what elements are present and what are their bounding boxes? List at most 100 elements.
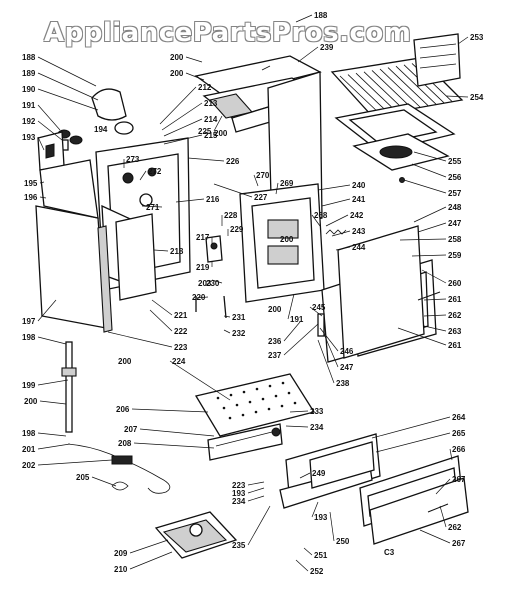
door-latch[interactable]: [317, 313, 325, 337]
shield-vent-hole: [242, 390, 246, 394]
gas-valve[interactable]: [271, 427, 281, 437]
leader-line: [141, 205, 163, 208]
leader-line: [321, 198, 351, 207]
leader-line: [37, 299, 57, 322]
part-label-202: 202: [22, 461, 36, 470]
rack-wire: [355, 72, 397, 112]
part-label-193: 193: [232, 489, 246, 498]
knob-housing[interactable]: [91, 88, 134, 135]
leader-line: [331, 230, 351, 237]
leader-line: [419, 529, 451, 544]
part-label-200: 200: [280, 235, 294, 244]
oven-liner-side[interactable]: [115, 213, 157, 301]
part-label-262: 262: [448, 523, 462, 532]
conduit-bar[interactable]: [61, 341, 77, 433]
part-label-209: 209: [114, 549, 128, 558]
shield-vent-hole: [222, 406, 226, 410]
leader-line: [335, 246, 351, 251]
leader-line: [37, 104, 61, 131]
part-label-237: 237: [268, 351, 282, 360]
leader-line: [399, 238, 447, 241]
leader-line: [283, 321, 301, 342]
part-label-220: 220: [192, 293, 206, 302]
part-label-255: 255: [448, 157, 462, 166]
part-label-250: 250: [336, 537, 350, 546]
door-spring[interactable]: [325, 229, 347, 235]
part-label-256: 256: [448, 173, 462, 182]
small-screw[interactable]: [399, 177, 405, 183]
shield-vent-hole: [235, 403, 239, 407]
part-label-265: 265: [452, 429, 466, 438]
leader-line: [311, 501, 319, 518]
leader-line: [289, 410, 309, 413]
leader-line: [309, 306, 323, 317]
door-handle[interactable]: [417, 291, 441, 301]
part-label-248: 248: [448, 203, 462, 212]
leader-line: [247, 505, 271, 546]
part-label-225: 225: [198, 127, 212, 136]
side-panel-inner[interactable]: [39, 159, 99, 219]
shield-vent-hole: [280, 404, 284, 408]
part-label-241: 241: [352, 195, 366, 204]
part-label-188: 188: [314, 11, 328, 20]
part-label-222: 222: [174, 327, 188, 336]
rack-wire: [347, 74, 389, 113]
part-label-240: 240: [352, 181, 366, 190]
broiler-grid[interactable]: [352, 133, 450, 171]
leader-line: [133, 442, 215, 449]
rack-bracket[interactable]: [413, 33, 461, 87]
leader-line: [37, 88, 99, 111]
side-trim[interactable]: [97, 225, 113, 333]
part-label-257: 257: [448, 189, 462, 198]
part-label-200: 200: [268, 305, 282, 314]
leader-line: [329, 511, 335, 542]
side-panel-left[interactable]: [35, 205, 107, 329]
leader-line: [285, 425, 309, 428]
part-label-236: 236: [268, 337, 282, 346]
part-label-193: 193: [314, 513, 328, 522]
control-bracket[interactable]: [37, 131, 65, 171]
part-label-272: 272: [148, 167, 162, 176]
part-label-193: 193: [22, 133, 36, 142]
part-label-238: 238: [336, 379, 350, 388]
part-label-260: 260: [448, 279, 462, 288]
part-label-233: 233: [310, 407, 324, 416]
leader-line: [449, 448, 453, 461]
drawer-handle[interactable]: [427, 503, 449, 513]
shield-vent-hole: [261, 397, 265, 401]
rack-wire: [387, 67, 429, 106]
leader-line: [413, 206, 447, 223]
leader-line: [445, 95, 469, 98]
leader-line: [37, 136, 45, 151]
drawer-panel[interactable]: [369, 477, 469, 545]
part-label-246: 246: [340, 347, 354, 356]
oven-door-inner[interactable]: [239, 183, 325, 303]
part-label-261: 261: [448, 341, 462, 350]
part-label-199: 199: [22, 381, 36, 390]
leader-line: [37, 459, 113, 466]
part-label-203: 203: [198, 279, 212, 288]
part-label-266: 266: [452, 445, 466, 454]
part-label-212: 212: [198, 83, 212, 92]
power-cord[interactable]: [67, 443, 171, 494]
part-label-231: 231: [232, 313, 246, 322]
part-label-207: 207: [124, 425, 138, 434]
part-label-234: 234: [232, 497, 246, 506]
part-label-269: 269: [280, 179, 294, 188]
ground-clip[interactable]: [111, 481, 129, 491]
burner-tube-assembly[interactable]: [207, 423, 283, 461]
leader-line: [161, 102, 203, 131]
part-label-247: 247: [448, 219, 462, 228]
rack-wire: [395, 65, 437, 105]
door-hinge-bracket[interactable]: [205, 235, 223, 263]
leader-line: [195, 296, 209, 299]
part-label-189: 189: [22, 69, 36, 78]
burner-base[interactable]: [154, 511, 238, 559]
broiler-pan[interactable]: [334, 103, 456, 153]
hinge-rod[interactable]: [195, 295, 227, 319]
storage-drawer[interactable]: [279, 433, 381, 509]
part-label-270: 270: [256, 171, 270, 180]
door-outer[interactable]: [337, 225, 425, 359]
leader-line: [403, 179, 447, 194]
bottom-heat-shield[interactable]: [194, 373, 316, 437]
